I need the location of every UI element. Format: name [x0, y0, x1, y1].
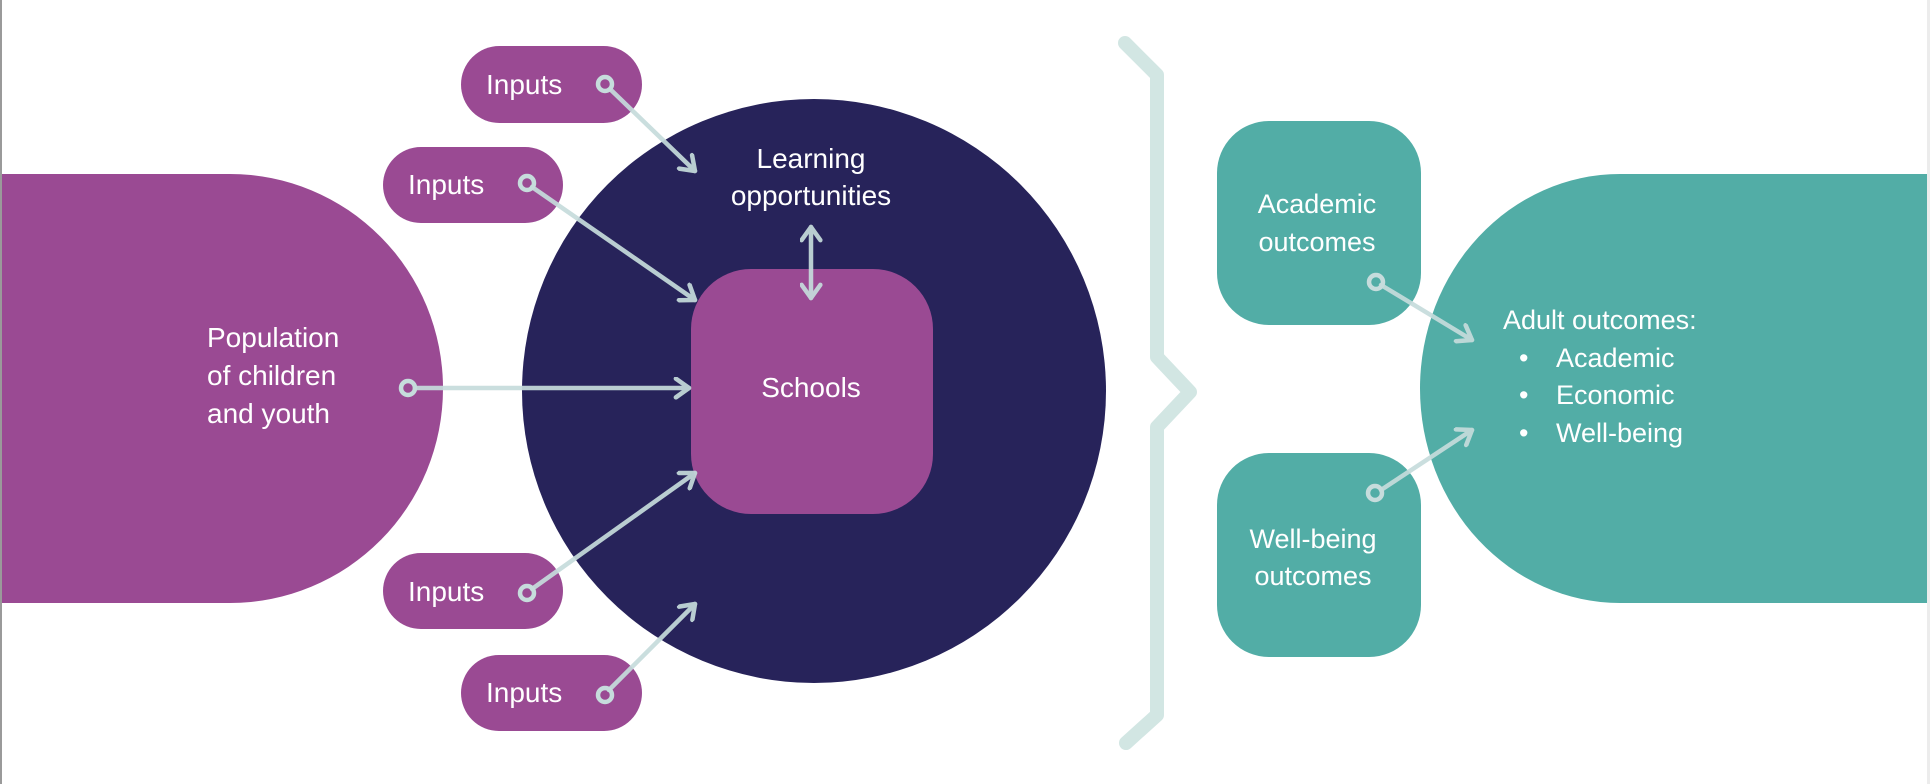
connector-inputs-1: [607, 86, 698, 174]
learning-opportunities-label: Learning opportunities: [731, 143, 891, 211]
academic-outcomes-label: Academic outcomes: [1258, 189, 1377, 257]
left-border: [0, 0, 2, 784]
adult-outcomes-label: Adult outcomes: • Academic • Economic • …: [1503, 305, 1697, 448]
population-label-line: and youth: [207, 398, 330, 429]
bullet-icon: •: [1519, 343, 1528, 373]
bullet-icon: •: [1519, 380, 1528, 410]
inputs-pill-4: [461, 655, 642, 731]
inputs-label-3: Inputs: [408, 576, 484, 607]
adult-outcome-item: Well-being: [1556, 418, 1683, 448]
wellbeing-outcomes-box: [1217, 453, 1421, 657]
population-label-line: Population: [207, 322, 339, 353]
inputs-label-4: Inputs: [486, 677, 562, 708]
inputs-pill-3: [383, 553, 563, 629]
brace-icon: [1118, 36, 1197, 750]
population-shape: [2, 174, 443, 603]
connector-inputs-4: [606, 601, 698, 693]
learning-label-line: opportunities: [731, 180, 891, 211]
connector-node-icon: [1366, 272, 1386, 292]
adult-outcome-item: Academic: [1556, 343, 1675, 373]
connector-node-icon: [517, 583, 537, 603]
schools-box: [691, 269, 933, 514]
adult-outcomes-title: Adult outcomes:: [1503, 305, 1697, 335]
connector-inputs-3: [529, 473, 698, 592]
connector-inputs-2: [529, 184, 698, 300]
right-border: [1927, 0, 1930, 784]
academic-label-line: Academic: [1258, 189, 1377, 219]
connector-node-icon: [595, 74, 615, 94]
wellbeing-outcomes-label: Well-being outcomes: [1249, 524, 1376, 591]
inputs-label-1: Inputs: [486, 69, 562, 100]
inputs-pill-1: [461, 46, 642, 123]
connector-academic-adult: [1378, 282, 1475, 340]
learning-label-line: Learning: [757, 143, 866, 174]
wellbeing-label-line: Well-being: [1249, 524, 1376, 554]
adult-outcome-item: Economic: [1556, 380, 1675, 410]
inputs-pill-2: [383, 147, 563, 223]
adult-outcomes-shape: [1419, 174, 1927, 603]
academic-label-line: outcomes: [1258, 227, 1375, 257]
connector-node-icon: [398, 378, 418, 398]
wellbeing-label-line: outcomes: [1254, 561, 1371, 591]
academic-outcomes-box: [1217, 121, 1421, 325]
population-label: Population of children and youth: [207, 322, 339, 429]
connector-wellbeing-adult: [1378, 430, 1475, 493]
connector-node-icon: [517, 173, 537, 193]
connector-node-icon: [1365, 483, 1385, 503]
schools-label: Schools: [761, 372, 861, 403]
bullet-icon: •: [1519, 418, 1528, 448]
population-label-line: of children: [207, 360, 336, 391]
inputs-label-2: Inputs: [408, 169, 484, 200]
connector-node-icon: [595, 685, 615, 705]
